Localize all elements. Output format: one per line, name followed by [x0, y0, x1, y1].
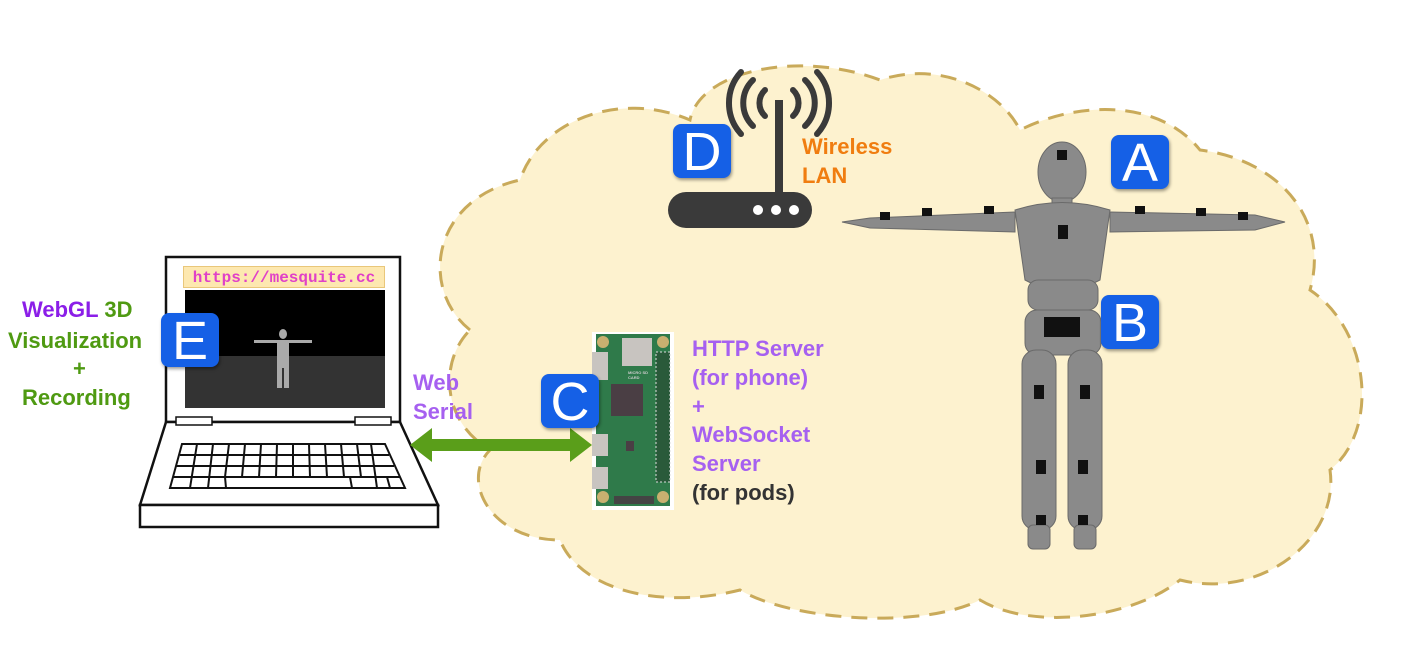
board-label: MICRO SD CARD — [628, 370, 648, 380]
laptop-icon — [138, 255, 440, 529]
url-bar: https://mesquite.cc — [183, 266, 385, 288]
server-label: Server — [692, 451, 761, 476]
router-icon — [668, 69, 832, 228]
websocket-label: WebSocket — [692, 422, 811, 447]
for-phone-label: (for phone) — [692, 365, 809, 390]
badge-e: E — [161, 313, 219, 369]
sensor-pods — [880, 150, 1248, 525]
recording-label: Recording — [22, 385, 131, 410]
server-plus-label: + — [692, 394, 705, 419]
raspberry-pi-board — [592, 332, 674, 510]
web-serial-arrow — [410, 428, 592, 462]
badge-b: B — [1101, 295, 1159, 351]
network-cloud — [438, 64, 1364, 620]
web-label: Web — [413, 370, 460, 395]
http-server-label: HTTP Server — [692, 336, 824, 361]
lan-label: LAN — [802, 163, 848, 188]
humanoid-figure — [841, 141, 1286, 550]
serial-label: Serial — [413, 399, 473, 424]
visualization-label: Visualization — [8, 328, 143, 353]
webgl-text: WebGL — [22, 297, 99, 322]
webgl-label: WebGL 3D — [22, 296, 132, 324]
wireless-label: Wireless — [802, 134, 893, 159]
badge-a: A — [1111, 135, 1169, 191]
plus-label: + — [73, 356, 86, 381]
screen-avatar — [254, 329, 312, 388]
3d-text: 3D — [104, 297, 133, 322]
for-pods-label: (for pods) — [692, 480, 795, 505]
badge-d: D — [673, 124, 731, 180]
badge-c: C — [541, 374, 599, 430]
